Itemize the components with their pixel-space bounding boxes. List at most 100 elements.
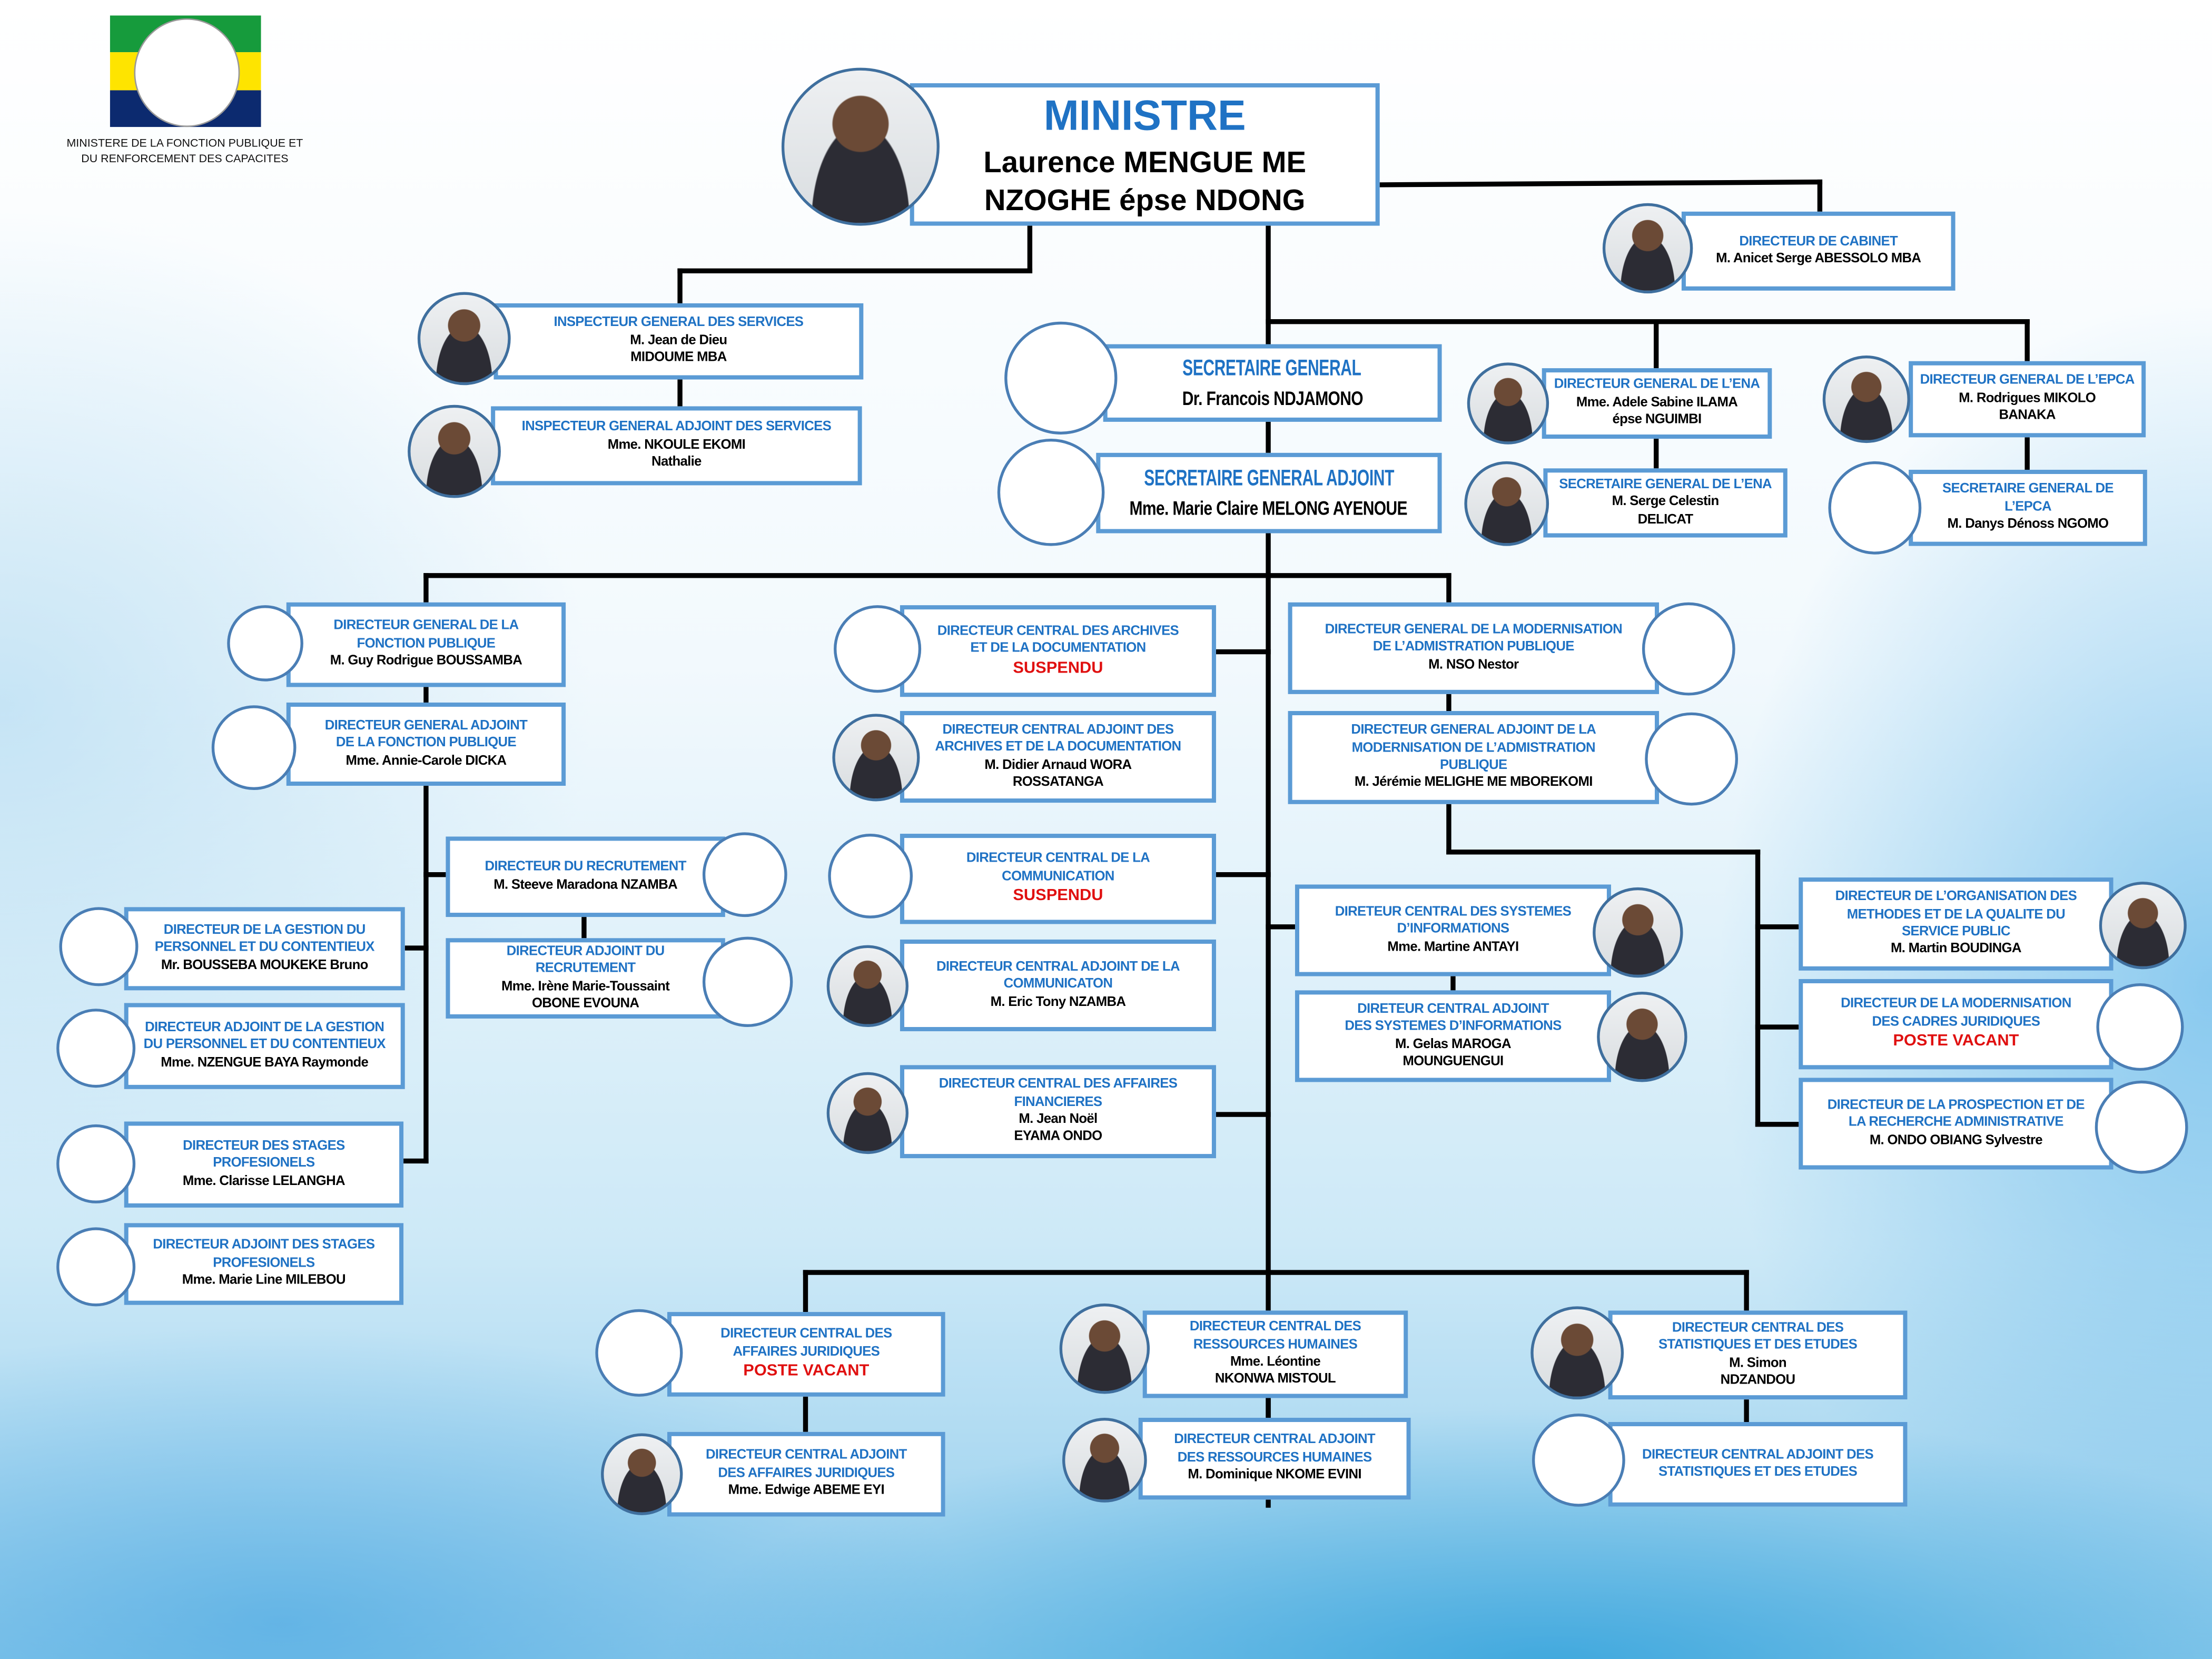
position-title: DIRECTEUR CENTRAL ADJOINT (1174, 1432, 1375, 1448)
position-title: COMMUNICATION (1002, 868, 1114, 884)
position-title: DES AFFAIRES JURIDIQUES (718, 1465, 895, 1481)
portrait-photo (1602, 203, 1693, 294)
position-title: DIRECTEUR GENERAL DE LA (333, 618, 519, 634)
empty-photo-placeholder (211, 705, 297, 791)
position-title: DIRECTEUR CENTRAL DES ARCHIVES (937, 623, 1179, 639)
position-title: DIRECTEUR DU RECRUTEMENT (485, 859, 686, 875)
position-title: DIRECTEUR CENTRAL DES (1189, 1319, 1361, 1335)
position-title: DES RESSOURCES HUMAINES (1177, 1449, 1372, 1466)
empty-photo-placeholder (1004, 321, 1118, 435)
position-title: AFFAIRES JURIDIQUES (733, 1344, 880, 1359)
portrait-photo (1593, 887, 1683, 978)
portrait-photo (417, 292, 511, 386)
position-title: PUBLIQUE (1440, 757, 1507, 773)
person-name: Mme. Edwige ABEME EYI (728, 1483, 885, 1499)
empty-photo-placeholder (595, 1309, 683, 1397)
person-name: MOUNGUENGUI (1403, 1053, 1504, 1070)
person-name: Mme. Léontine (1230, 1354, 1321, 1370)
position-title: DIRECTEUR CENTRAL ADJOINT DE LA (936, 959, 1180, 975)
position-title: PROFESIONELS (213, 1156, 315, 1171)
empty-photo-placeholder (828, 834, 913, 919)
empty-photo-placeholder (1828, 461, 1922, 555)
position-title: DU PERSONNEL ET DU CONTENTIEUX (143, 1037, 386, 1053)
position-title: DIRECTEUR CENTRAL ADJOINT (706, 1448, 907, 1464)
position-title: DIRETEUR CENTRAL DES SYSTEMES (1335, 904, 1572, 920)
person-name: NKONWA MISTOUL (1214, 1371, 1336, 1388)
portrait-photo (826, 945, 909, 1028)
position-title: PERSONNEL ET DU CONTENTIEUX (154, 940, 375, 956)
person-name: M. Martin BOUDINGA (1890, 941, 2021, 957)
portrait-photo (601, 1433, 683, 1515)
position-title: DES CADRES JURIDIQUES (1872, 1013, 2040, 1030)
org-box-dagpc: DIRECTEUR ADJOINT DE LA GESTION DU PERSON… (124, 1003, 405, 1089)
portrait-photo (2099, 882, 2187, 970)
position-title: ET DE LA DOCUMENTATION (970, 640, 1146, 656)
position-title: SECRETAIRE GENERAL DE (1942, 481, 2114, 497)
position-title: FONCTION PUBLIQUE (357, 636, 496, 651)
position-title: DIRECTEUR DES STAGES (183, 1138, 345, 1154)
portrait-photo (1059, 1303, 1150, 1394)
empty-photo-placeholder (56, 1009, 136, 1088)
person-name: M. Rodrigues MIKOLO (1959, 390, 2096, 406)
portrait-photo (781, 67, 940, 226)
person-name: NDZANDOU (1720, 1372, 1795, 1388)
org-box-dcasi: DIRETEUR CENTRAL ADJOINT DES SYSTEMES D’I… (1295, 990, 1611, 1082)
person-name: NZOGHE épse NDONG (984, 184, 1306, 218)
gabon-flag-emblem (110, 15, 261, 127)
person-name: DELICAT (1637, 511, 1693, 528)
position-title: METHODES ET DE LA QUALITE DU (1846, 906, 2066, 922)
person-name: EYAMA ONDO (1014, 1129, 1102, 1145)
person-name: M. Simon (1729, 1355, 1787, 1371)
person-name: Mme. NKOULE EKOMI (607, 437, 746, 453)
connector-line (1377, 179, 1823, 187)
position-title: L’EPCA (2004, 499, 2051, 515)
portrait-photo (1467, 362, 1549, 445)
position-title: DIRETEUR CENTRAL ADJOINT (1357, 1001, 1549, 1017)
portrait-photo (1822, 355, 1910, 443)
person-name: Mme. Annie-Carole DICKA (345, 753, 507, 769)
empty-photo-placeholder (59, 907, 139, 986)
person-name: Nathalie (651, 455, 702, 470)
position-title: DIRECTEUR GENERAL ADJOINT DE LA (1351, 722, 1596, 738)
empty-photo-placeholder (997, 439, 1105, 546)
position-title: MINISTRE (1043, 92, 1246, 140)
portrait-photo (1464, 461, 1549, 546)
person-name: M. Gelas MAROGA (1395, 1036, 1512, 1052)
org-box-dcaad: DIRECTEUR CENTRAL ADJOINT DES ARCHIVES ET… (900, 711, 1216, 803)
position-title: SECRETAIRE GENERAL (1183, 357, 1362, 381)
position-title: SECRETAIRE GENERAL ADJOINT (1144, 467, 1394, 491)
person-name: M. Anicet Serge ABESSOLO MBA (1716, 251, 1921, 267)
portrait-photo (1062, 1417, 1147, 1503)
person-name: M. Serge Celestin (1612, 494, 1720, 510)
position-title: SECRETAIRE GENERAL DE L’ENA (1559, 476, 1772, 492)
person-name: épse NGUIMBI (1612, 412, 1702, 428)
position-title: DE L’ADMISTRATION PUBLIQUE (1372, 639, 1575, 655)
person-name: Mme. Marie Line MILEBOU (182, 1272, 346, 1289)
person-name: M. ONDO OBIANG Sylvestre (1869, 1132, 2043, 1148)
position-title: DIRECTEUR GENERAL DE LA MODERNISATION (1325, 621, 1623, 638)
position-title: DIRECTEUR CENTRAL ADJOINT DES (942, 722, 1174, 737)
position-title: DIRECTEUR ADJOINT DU (506, 943, 665, 959)
position-title: DIRECTEUR ADJOINT DE LA GESTION (145, 1020, 384, 1035)
position-title: STATISTIQUES ET DES ETUDES (1658, 1464, 1858, 1480)
person-name: Mme. Martine ANTAYI (1387, 939, 1519, 955)
person-name: OBONE EVOUNA (531, 996, 639, 1012)
position-title: DES SYSTEMES D’INFORMATIONS (1345, 1019, 1562, 1034)
position-title: DIRECTEUR DE LA MODERNISATION (1841, 996, 2071, 1012)
empty-photo-placeholder (56, 1227, 136, 1307)
position-title: PROFESIONELS (213, 1255, 315, 1271)
position-title: ARCHIVES ET DE LA DOCUMENTATION (935, 739, 1181, 755)
